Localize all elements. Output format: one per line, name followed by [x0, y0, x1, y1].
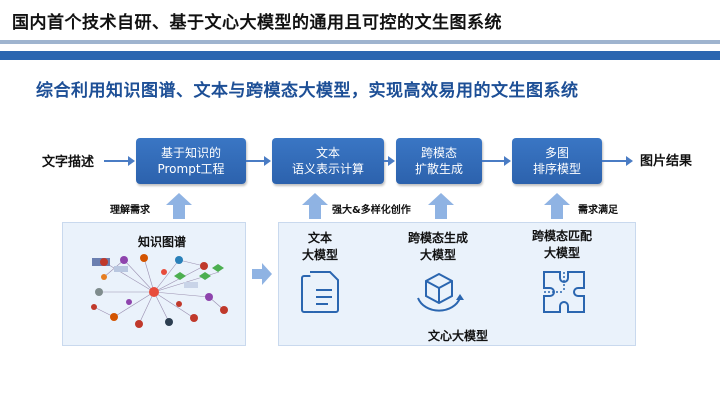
up-arrow-icon	[544, 193, 570, 219]
title-divider-dark	[0, 51, 720, 60]
knowledge-graph-image	[91, 254, 228, 328]
step-prompt-engineering: 基于知识的 Prompt工程	[136, 138, 246, 184]
input-label: 文字描述	[42, 155, 95, 170]
connector-line	[482, 160, 506, 162]
step-line1: 多图	[544, 146, 569, 160]
text-model-line1: 文本	[307, 231, 332, 245]
step-line1: 基于知识的	[160, 146, 221, 160]
step-line2: 排序模型	[532, 162, 581, 176]
connector-line	[246, 160, 266, 162]
arrow-label-creation: 强大&多样化创作	[332, 205, 411, 216]
knowledge-graph-panel	[62, 222, 246, 346]
cube-cycle-icon	[417, 272, 464, 312]
step-semantic-representation: 文本 语义表示计算	[272, 138, 384, 184]
connector-line	[104, 160, 130, 162]
step-ranking-model: 多图 排序模型	[512, 138, 602, 184]
cross-modal-gen-line2: 大模型	[419, 248, 456, 262]
text-model-title: 文本 大模型	[300, 230, 340, 264]
up-arrow-icon	[166, 193, 192, 219]
connector-arrowhead	[504, 156, 511, 166]
connector-line	[384, 160, 390, 162]
cross-modal-gen-line1: 跨模态生成	[407, 231, 468, 245]
step-line1: 文本	[315, 146, 340, 160]
step-line2: 扩散生成	[414, 162, 463, 176]
arrow-label-understand: 理解需求	[110, 205, 150, 216]
connector-line	[602, 160, 628, 162]
connector-arrowhead	[128, 156, 135, 166]
connector-arrowhead	[264, 156, 271, 166]
step-line2: 语义表示计算	[291, 162, 364, 176]
connector-arrowhead	[626, 156, 633, 166]
slide-subtitle: 综合利用知识图谱、文本与跨模态大模型，实现高效易用的文生图系统	[36, 81, 579, 101]
text-model-line2: 大模型	[301, 248, 338, 262]
arrow-label-satisfy: 需求满足	[578, 205, 618, 216]
step-diffusion-generation: 跨模态 扩散生成	[396, 138, 482, 184]
step-line1: 跨模态	[420, 146, 457, 160]
up-arrow-icon	[302, 193, 328, 219]
cross-modal-match-line1: 跨模态匹配	[531, 229, 592, 243]
document-icon	[301, 271, 339, 313]
output-label: 图片结果	[640, 154, 693, 169]
right-arrow-icon	[252, 263, 272, 285]
up-arrow-icon	[428, 193, 454, 219]
step-line2: Prompt工程	[157, 162, 225, 176]
title-divider-light	[0, 40, 720, 44]
ernie-model-footer: 文心大模型	[427, 329, 488, 343]
ernie-models-panel	[278, 222, 636, 346]
cross-modal-gen-title: 跨模态生成 大模型	[400, 230, 476, 264]
cross-modal-match-line2: 大模型	[543, 246, 580, 260]
knowledge-graph-title: 知识图谱	[138, 235, 187, 249]
cross-modal-match-title: 跨模态匹配 大模型	[524, 228, 600, 262]
puzzle-icon	[543, 271, 585, 313]
slide-title: 国内首个技术自研、基于文心大模型的通用且可控的文生图系统	[12, 13, 502, 33]
connector-arrowhead	[388, 156, 395, 166]
